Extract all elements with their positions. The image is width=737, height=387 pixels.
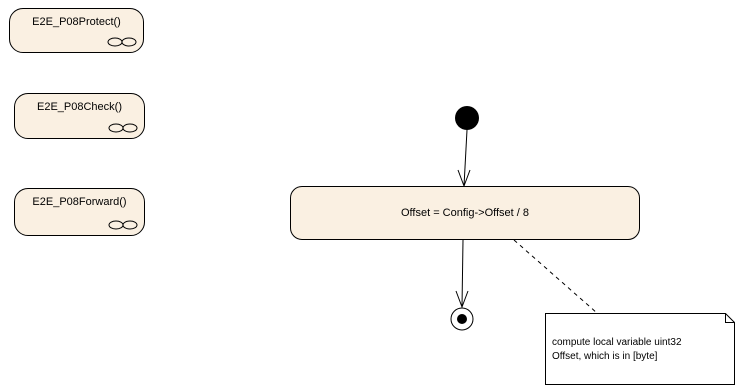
- activity-name: E2E_P08Protect(): [32, 16, 121, 28]
- activity-rake-icon: [108, 220, 138, 230]
- activity-rake-icon: [108, 123, 138, 133]
- action-label: Offset = Config->Offset / 8: [401, 207, 529, 219]
- note-line-1: compute local variable uint32: [552, 337, 682, 348]
- flow-arrowhead: [455, 290, 469, 309]
- comment-note[interactable]: compute local variable uint32 Offset, wh…: [545, 313, 735, 385]
- activity-name: E2E_P08Forward(): [32, 196, 127, 208]
- initial-node[interactable]: [455, 106, 479, 130]
- note-text: compute local variable uint32 Offset, wh…: [552, 336, 682, 364]
- activity-e2e-p08forward[interactable]: E2E_P08Forward(): [14, 188, 145, 236]
- activity-name: E2E_P08Check(): [37, 101, 122, 113]
- action-compute-offset[interactable]: Offset = Config->Offset / 8: [290, 186, 640, 240]
- note-shape: [545, 313, 735, 385]
- activity-e2e-p08protect[interactable]: E2E_P08Protect(): [9, 8, 144, 53]
- final-node-core: [457, 314, 467, 324]
- activity-e2e-p08check[interactable]: E2E_P08Check(): [14, 93, 145, 139]
- flow-initial-to-action: [463, 129, 468, 187]
- activity-rake-icon: [107, 37, 137, 47]
- flow-action-to-final: [461, 239, 464, 308]
- note-anchor-line: [513, 239, 598, 314]
- note-line-2: Offset, which is in [byte]: [552, 351, 658, 362]
